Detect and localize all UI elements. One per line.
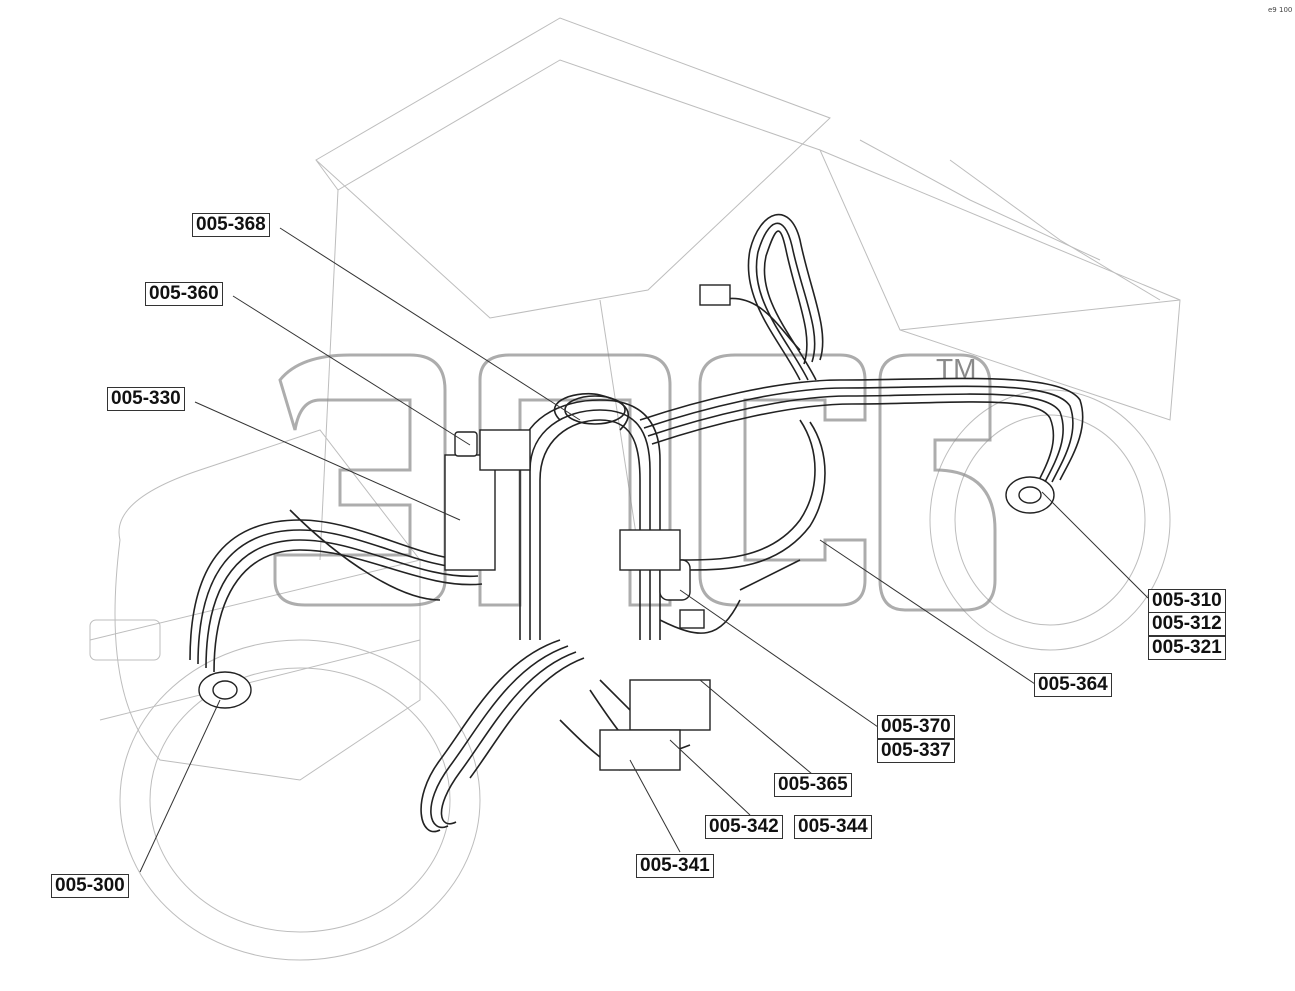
callout-005-321[interactable]: 005-321: [1148, 636, 1226, 660]
valve-block-top: [479, 429, 531, 471]
rear-drum: [929, 389, 1171, 651]
side-fitting: [679, 609, 705, 629]
front-drum: [119, 639, 481, 961]
callout-005-368[interactable]: 005-368: [192, 213, 270, 237]
lower-valve-block: [629, 679, 711, 731]
callout-005-310[interactable]: 005-310: [1148, 589, 1226, 613]
callout-005-342[interactable]: 005-342: [705, 815, 783, 839]
rear-frame: [819, 149, 1181, 421]
watermark-logo: [273, 353, 997, 612]
roof-panel: [315, 17, 831, 319]
hose-assembly: [189, 213, 1084, 833]
callout-005-300[interactable]: 005-300: [51, 874, 129, 898]
machine-outline: [89, 17, 1181, 961]
leader-lines: [139, 227, 1149, 873]
corner-mark: e9 100: [1268, 6, 1293, 14]
callout-005-365[interactable]: 005-365: [774, 773, 852, 797]
upper-fitting: [699, 284, 731, 306]
filter-cap: [454, 431, 478, 457]
callout-005-344[interactable]: 005-344: [794, 815, 872, 839]
callout-005-341[interactable]: 005-341: [636, 854, 714, 878]
front-drum-housing: [114, 429, 421, 781]
hydraulic-components: [198, 284, 1055, 771]
callout-005-337[interactable]: 005-337: [877, 739, 955, 763]
callout-005-312[interactable]: 005-312: [1148, 612, 1226, 636]
callout-005-370[interactable]: 005-370: [877, 715, 955, 739]
callout-005-330[interactable]: 005-330: [107, 387, 185, 411]
callout-005-360[interactable]: 005-360: [145, 282, 223, 306]
distribution-block: [599, 729, 681, 771]
control-valve: [619, 529, 681, 571]
callout-005-364[interactable]: 005-364: [1034, 673, 1112, 697]
hydraulic-tank: [444, 454, 496, 571]
